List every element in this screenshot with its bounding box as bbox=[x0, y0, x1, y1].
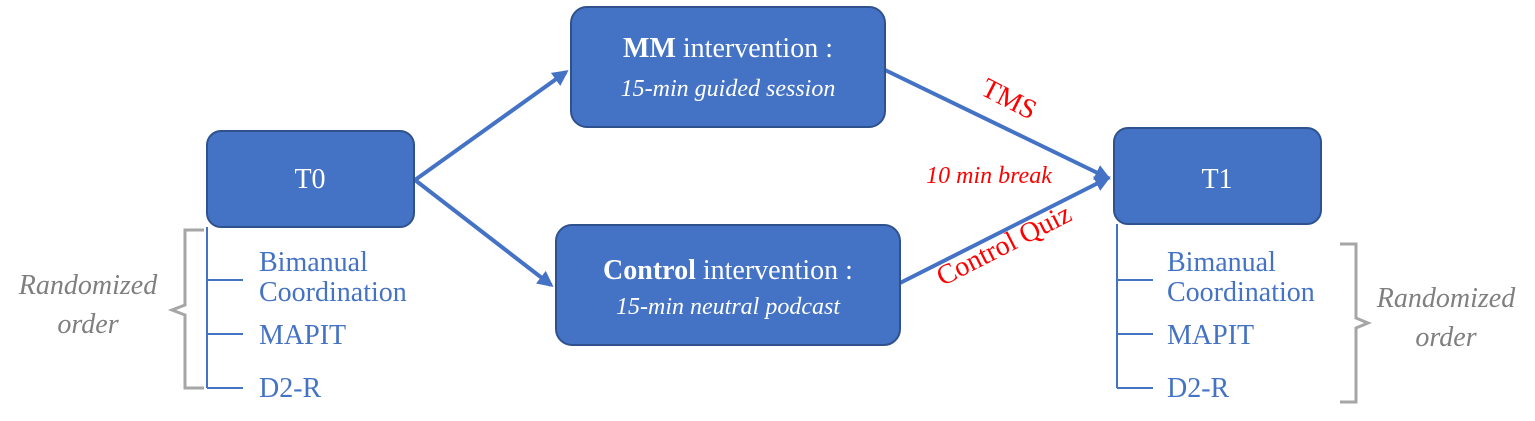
left-task-coordination: Coordination bbox=[259, 277, 407, 308]
t1-label: T1 bbox=[1201, 164, 1232, 195]
t0-node: T0 bbox=[206, 130, 415, 228]
break-label: 10 min break bbox=[926, 163, 1052, 189]
arrow-mm-to-t1 bbox=[884, 68, 1111, 180]
control-title-rest: intervention : bbox=[696, 255, 853, 286]
control-quiz-label: Control Quiz bbox=[932, 198, 1077, 292]
mm-intervention-title: MM intervention : bbox=[623, 33, 833, 64]
right-task-tree: Bimanual Coordination MAPIT D2-R bbox=[1116, 224, 1315, 404]
t1-node: T1 bbox=[1113, 127, 1322, 225]
right-task-coordination: Coordination bbox=[1167, 277, 1315, 308]
left-bracket bbox=[167, 228, 204, 390]
mm-intervention-subtitle: 15-min guided session bbox=[621, 76, 836, 102]
left-randomized-line2: order bbox=[57, 309, 118, 340]
arrow-control-to-t1 bbox=[899, 176, 1111, 285]
control-intervention-title: Control intervention : bbox=[603, 255, 853, 286]
right-randomized-line1: Randomized bbox=[1376, 283, 1516, 314]
control-intervention-subtitle: 15-min neutral podcast bbox=[616, 294, 841, 320]
right-task-d2r: D2-R bbox=[1167, 373, 1230, 404]
left-randomized-line1: Randomized bbox=[18, 270, 158, 301]
right-bracket bbox=[1340, 242, 1372, 404]
left-task-d2r: D2-R bbox=[259, 373, 322, 404]
left-task-bimanual: Bimanual bbox=[259, 247, 368, 278]
mm-title-bold: MM bbox=[623, 33, 676, 64]
control-title-bold: Control bbox=[603, 255, 696, 286]
left-task-mapit: MAPIT bbox=[259, 320, 346, 351]
t0-label: T0 bbox=[294, 164, 325, 195]
arrow-t0-to-mm bbox=[413, 70, 569, 182]
mm-intervention-node: MM intervention : 15-min guided session bbox=[570, 6, 886, 128]
left-task-tree: Bimanual Coordination MAPIT D2-R bbox=[206, 227, 407, 404]
right-task-bimanual: Bimanual bbox=[1167, 247, 1276, 278]
right-randomized-line2: order bbox=[1415, 322, 1476, 353]
mm-title-rest: intervention : bbox=[676, 33, 833, 64]
control-intervention-node: Control intervention : 15-min neutral po… bbox=[555, 224, 901, 346]
arrow-t0-to-control bbox=[413, 178, 554, 287]
right-task-mapit: MAPIT bbox=[1167, 320, 1254, 351]
